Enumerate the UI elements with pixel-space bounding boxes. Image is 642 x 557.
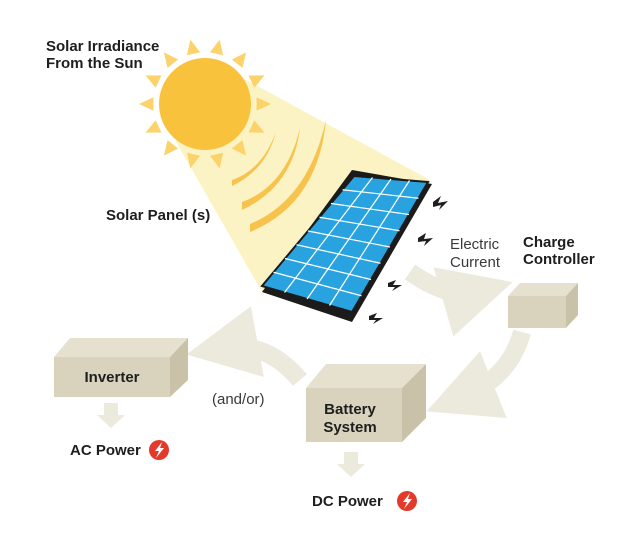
charge-controller-line1: Charge [523, 234, 575, 251]
panel-grid-line [330, 202, 410, 216]
battery-label-line2: System [323, 419, 376, 436]
sun-ray [209, 152, 224, 169]
panel-grid-line [284, 257, 372, 281]
sun-ray [186, 152, 201, 169]
battery-label-line1: Battery [324, 401, 376, 418]
charge-controller-box [508, 283, 578, 328]
panel-grid-line [307, 230, 391, 248]
sun-rays [139, 39, 271, 169]
arrow-battery-to-dc [337, 452, 365, 477]
sun-ray [209, 39, 224, 56]
battery-system-box: Battery System [306, 364, 426, 442]
down-arrows [97, 403, 365, 477]
dc-power-icon [397, 491, 417, 511]
panel-grid-line [273, 271, 362, 297]
sun-ray [145, 75, 162, 88]
solar-panel-icon [260, 170, 432, 322]
sun-ray [248, 120, 265, 133]
sun-ray [231, 140, 247, 156]
sun-ray [139, 97, 154, 111]
arrow-panel-to-controller [404, 264, 513, 337]
sun-ray [186, 39, 201, 56]
sun-ray [145, 120, 162, 133]
arrow-inverter-to-ac [97, 403, 125, 428]
panel-grid-line [296, 244, 381, 264]
sun-ray [163, 52, 179, 68]
solar-panel-label: Solar Panel (s) [106, 207, 211, 224]
arrow-battery-to-inverter [186, 306, 307, 387]
sun-label: Solar Irradiance From the Sun [46, 38, 159, 72]
electric-current-label: Electric Current [450, 236, 500, 272]
inverter-box: Inverter [54, 338, 188, 397]
flow-arrows [186, 264, 531, 419]
sun-ray [256, 97, 271, 111]
sun-label-line2: From the Sun [46, 55, 143, 72]
sun-icon [159, 58, 251, 150]
irradiance-waves [232, 120, 326, 232]
charge-controller-line2: Controller [523, 251, 595, 268]
dc-power-label: DC Power [312, 493, 383, 510]
and-or-label: (and/or) [212, 391, 265, 408]
electric-current-line2: Current [450, 254, 501, 271]
ac-power-label: AC Power [70, 442, 141, 459]
ac-power-icon [149, 440, 169, 460]
sun-label-line1: Solar Irradiance [46, 38, 160, 55]
inverter-label: Inverter [84, 369, 139, 386]
panel-grid-line [319, 216, 400, 232]
electric-current-line1: Electric [450, 236, 500, 253]
charge-controller-label: Charge Controller [523, 234, 595, 268]
sun-ray [163, 140, 179, 156]
arrow-controller-to-battery [426, 329, 531, 419]
panel-grid-line [342, 189, 419, 199]
sun-ray [248, 75, 265, 88]
electric-spark-icon [369, 196, 448, 324]
sun-ray [231, 52, 247, 68]
